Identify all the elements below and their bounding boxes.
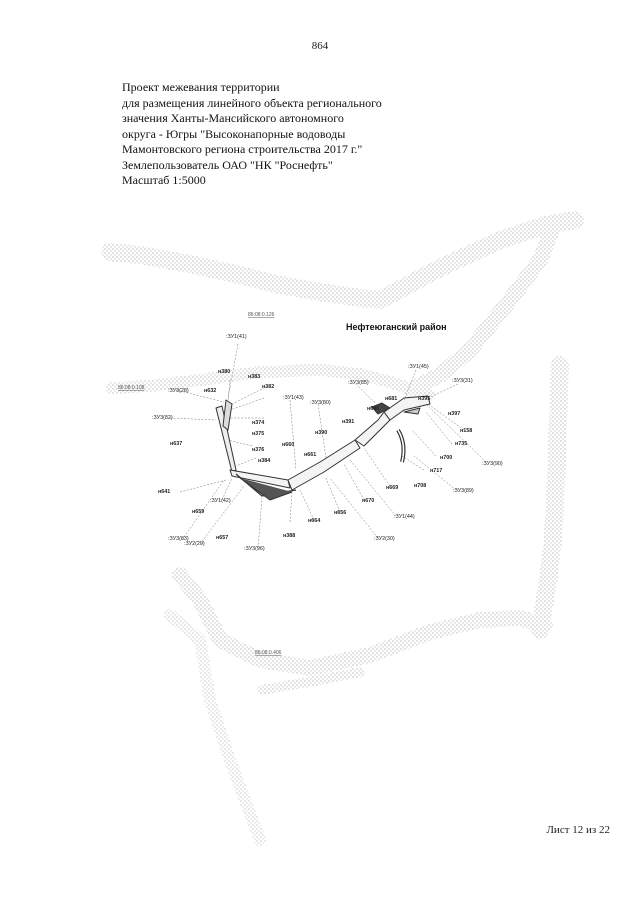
route-corridor (215, 395, 431, 501)
point-label: н376 (252, 447, 264, 453)
point-label: н708 (414, 483, 426, 489)
road-network (101, 211, 584, 846)
header-line: для размещения линейного объекта региона… (122, 95, 382, 110)
cadastral-label: 86:08:0.126 (248, 312, 275, 318)
point-label: н380 (218, 369, 230, 375)
point-label: н717 (430, 468, 442, 474)
parcel-label: :ЗУ2(30) (374, 536, 395, 542)
parcel-label: :ЗУ3(89) (453, 488, 474, 494)
point-label: н656 (334, 510, 346, 516)
header-line: округа - Югры "Высоконапорные водоводы (122, 126, 346, 141)
point-label: н388 (283, 533, 295, 539)
point-label: н391 (342, 419, 354, 425)
point-label: н735 (455, 441, 467, 447)
road-middle (106, 364, 436, 401)
parcel-label: :ЗУ1(42) (210, 498, 231, 504)
parcel-label: :ЗУ1(44) (394, 514, 415, 520)
road-diagonal-right (402, 214, 563, 398)
leader-lines (169, 343, 487, 549)
header-line: Проект межевания территории (122, 80, 280, 94)
road-right-vertical (531, 356, 569, 639)
point-label: н669 (386, 485, 398, 491)
point-label: н681 (385, 396, 397, 402)
header-line: Землепользователь ОАО "НК "Роснефть" (122, 157, 333, 172)
parcel-label: :ЗУ3(85) (348, 380, 369, 386)
header-line: Мамонтовского региона строительства 2017… (122, 142, 363, 156)
road-bottom (257, 667, 365, 695)
point-label: н641 (158, 489, 170, 495)
document-header: Проект межевания территории для размещен… (122, 80, 452, 189)
road-lower-left (164, 609, 266, 846)
sheet-number: Лист 12 из 22 (546, 824, 610, 836)
parcel-label: :ЗУ1(43) (283, 395, 304, 401)
point-label: н390 (315, 430, 327, 436)
point-label: н382 (262, 384, 274, 390)
point-label: н397 (448, 411, 460, 417)
scale-line: Масштаб 1:5000 (122, 173, 206, 187)
parcel-label: :ЗУ3(90) (482, 461, 503, 467)
cadastral-label: 86:08:0.108 (118, 385, 145, 391)
point-label: н632 (204, 388, 216, 394)
point-label: н384 (258, 458, 270, 464)
page-number: 864 (311, 40, 329, 52)
parcel-label: :ЗУ1(45) (408, 364, 429, 370)
district-label: Нефтеюганский район (346, 322, 447, 332)
parcel-label: :ЗУ3(28) (168, 388, 189, 394)
point-label: н700 (440, 455, 452, 461)
point-label: н659 (192, 509, 204, 515)
point-label: н158 (460, 428, 472, 434)
point-label: н374 (252, 420, 264, 426)
point-label: н395 (418, 396, 430, 402)
parcel-label: :ЗУ3(80) (310, 400, 331, 406)
point-label: н690 (367, 406, 379, 412)
point-label: н660 (282, 442, 294, 448)
parcel-label: :ЗУ3(82) (152, 415, 173, 421)
cadastral-label: 86:08:0.406 (255, 650, 282, 656)
parcel-label: :ЗУ3(96) (244, 546, 265, 552)
point-label: н383 (248, 374, 260, 380)
point-label: н664 (308, 518, 320, 524)
point-label: н637 (170, 441, 182, 447)
parcel-label: :ЗУ2(29) (184, 541, 205, 547)
point-label: н657 (216, 535, 228, 541)
road-lower (172, 567, 553, 676)
parcel-label: :ЗУ1(41) (226, 334, 247, 340)
header-line: значения Ханты-Мансийского автономного (122, 111, 344, 125)
point-label: н670 (362, 498, 374, 504)
road-upper (101, 243, 389, 309)
point-label: н375 (252, 431, 264, 437)
parcel-label: :ЗУ3(83) (168, 536, 189, 542)
parcel-label: :ЗУ3(31) (452, 378, 473, 384)
point-label: н661 (304, 452, 316, 458)
